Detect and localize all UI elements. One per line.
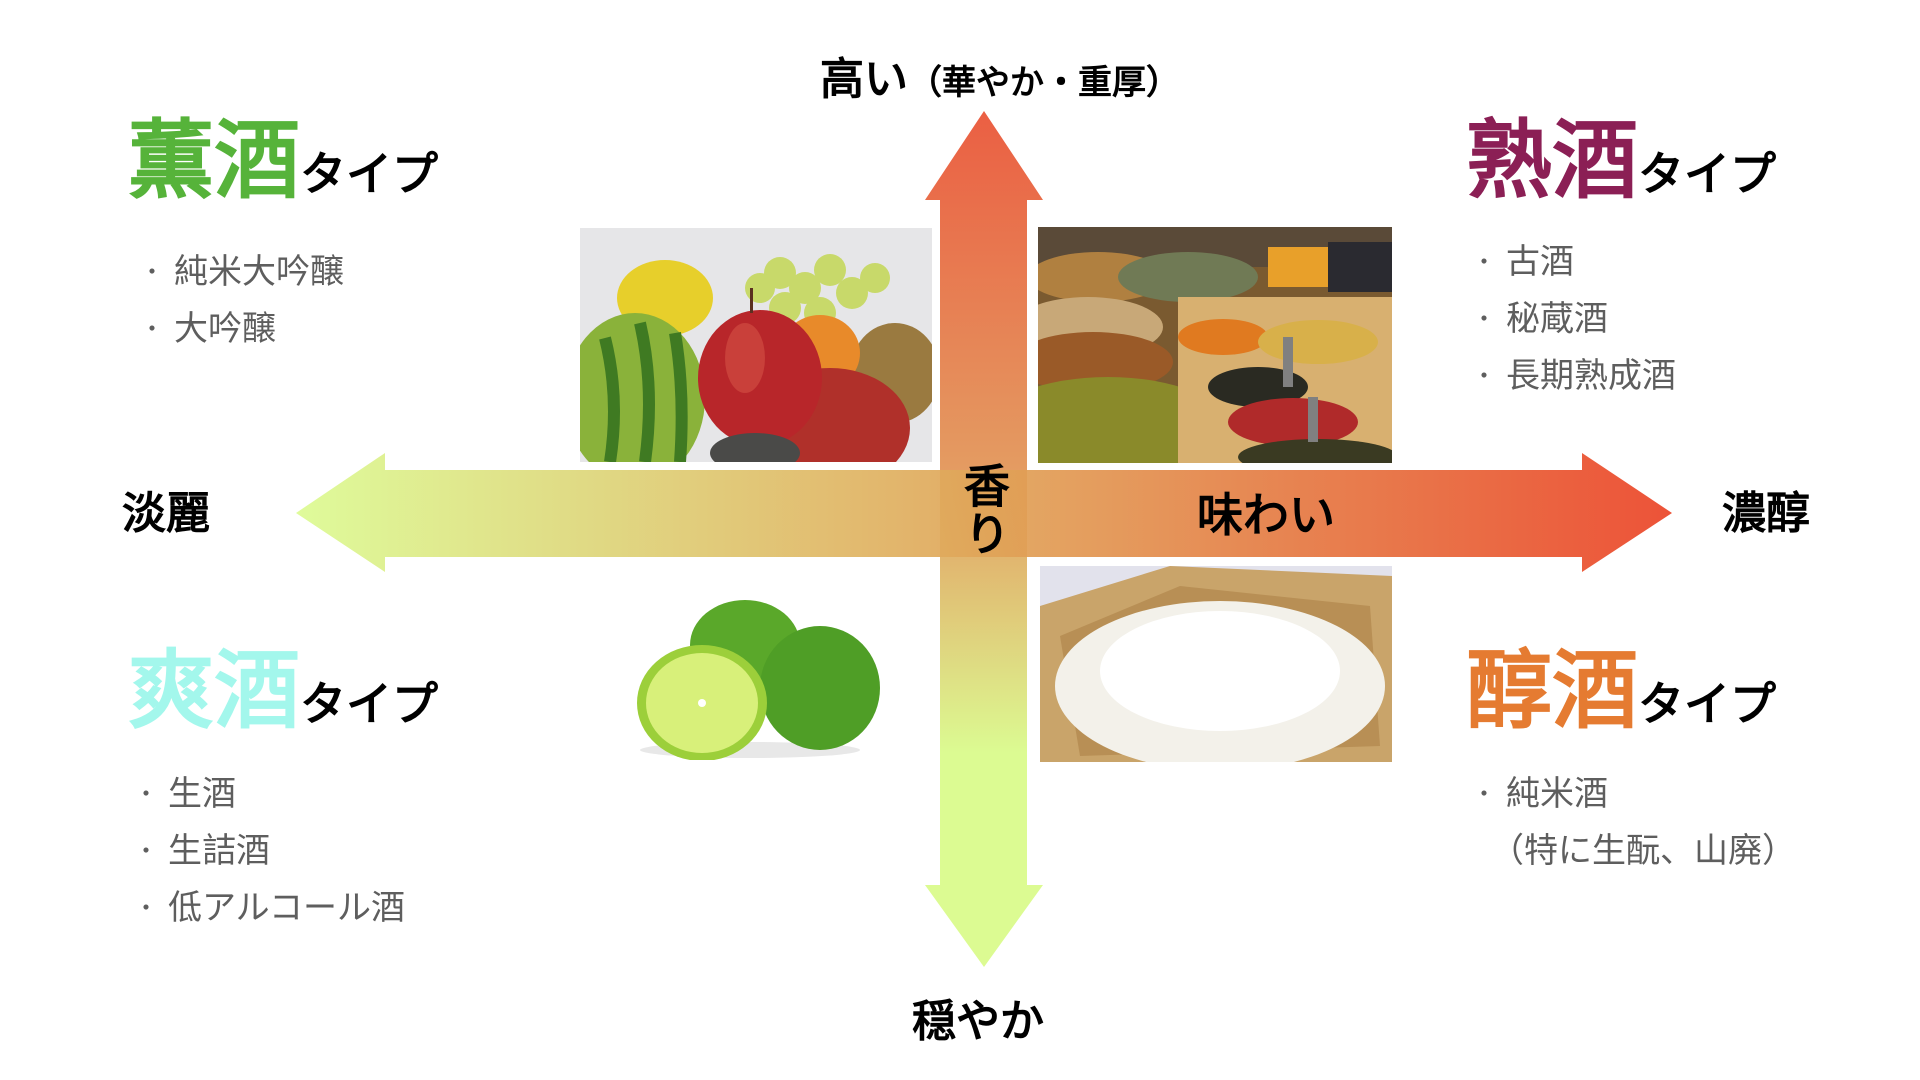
list-item: ・低アルコール酒 [128, 880, 438, 937]
bullet-icon: ・ [134, 837, 158, 865]
item-text: 純米大吟醸 [174, 252, 344, 292]
type-title-soushu: 爽酒タイプ [128, 648, 438, 734]
list-item: ・秘蔵酒 [1466, 291, 1776, 348]
type-items-list: ・純米酒 （特に生酛、山廃） [1466, 766, 1796, 880]
item-text: 秘蔵酒 [1506, 299, 1608, 339]
bullet-icon: ・ [140, 258, 164, 286]
axis-right-label: 濃醇 [1722, 488, 1810, 539]
vertical-axis-label: 香り [957, 462, 1011, 558]
type-title-jukushu: 熟酒タイプ [1466, 118, 1776, 204]
type-suffix: タイプ [300, 147, 438, 201]
item-text: 大吟醸 [174, 309, 276, 349]
type-kanji: 醇酒 [1466, 641, 1638, 741]
axis-top-label: 高い（華やか・重厚） [820, 58, 1180, 102]
list-item-continuation: （特に生酛、山廃） [1466, 823, 1796, 880]
item-text: 純米酒 [1506, 774, 1608, 814]
type-suffix: タイプ [300, 677, 438, 731]
list-item: ・古酒 [1466, 234, 1776, 291]
top-label-sub: （華やか・重厚） [908, 63, 1180, 103]
item-text: 低アルコール酒 [168, 888, 405, 928]
bullet-icon: ・ [134, 894, 158, 922]
item-text: 古酒 [1506, 242, 1574, 282]
type-items-list: ・古酒 ・秘蔵酒 ・長期熟成酒 [1466, 234, 1776, 405]
type-kanji: 薫酒 [128, 111, 300, 211]
axis-bottom-label: 穏やか [912, 996, 1044, 1047]
type-items-list: ・生酒 ・生詰酒 ・低アルコール酒 [128, 766, 438, 937]
quadrant-jukushu: 熟酒タイプ ・古酒 ・秘蔵酒 ・長期熟成酒 [1466, 118, 1776, 405]
item-text: 生詰酒 [168, 831, 270, 871]
item-text: （特に生酛、山廃） [1490, 831, 1796, 871]
list-item: ・大吟醸 [134, 301, 438, 358]
list-item: ・生酒 [128, 766, 438, 823]
quadrant-junshu: 醇酒タイプ ・純米酒 （特に生酛、山廃） [1466, 648, 1796, 880]
bullet-icon: ・ [1472, 305, 1496, 333]
quadrant-kunshu: 薫酒タイプ ・純米大吟醸 ・大吟醸 [128, 118, 438, 358]
fruits-photo [580, 228, 932, 462]
bullet-icon: ・ [140, 315, 164, 343]
horizontal-arrow [296, 453, 1672, 572]
type-suffix: タイプ [1638, 677, 1776, 731]
axis-left-label: 淡麗 [122, 488, 210, 539]
list-item: ・長期熟成酒 [1466, 348, 1776, 405]
type-items-list: ・純米大吟醸 ・大吟醸 [134, 244, 438, 358]
item-text: 生酒 [168, 774, 236, 814]
type-title-kunshu: 薫酒タイプ [128, 118, 438, 204]
type-kanji: 熟酒 [1466, 111, 1638, 211]
quadrant-soushu: 爽酒タイプ ・生酒 ・生詰酒 ・低アルコール酒 [128, 648, 438, 937]
bullet-icon: ・ [134, 780, 158, 808]
spices-market-photo [1038, 227, 1392, 463]
type-suffix: タイプ [1638, 147, 1776, 201]
list-item: ・純米酒 [1466, 766, 1796, 823]
type-kanji: 爽酒 [128, 641, 300, 741]
horizontal-axis-label: 味わい [1197, 488, 1335, 542]
bullet-icon: ・ [1472, 362, 1496, 390]
bullet-icon: ・ [1472, 780, 1496, 808]
item-text: 長期熟成酒 [1506, 356, 1676, 396]
limes-photo [630, 590, 900, 760]
bullet-icon: ・ [1472, 248, 1496, 276]
list-item: ・純米大吟醸 [134, 244, 438, 301]
list-item: ・生詰酒 [128, 823, 438, 880]
top-label-text: 高い [820, 54, 908, 105]
rice-masu-photo [1040, 566, 1392, 762]
type-title-junshu: 醇酒タイプ [1466, 648, 1796, 734]
